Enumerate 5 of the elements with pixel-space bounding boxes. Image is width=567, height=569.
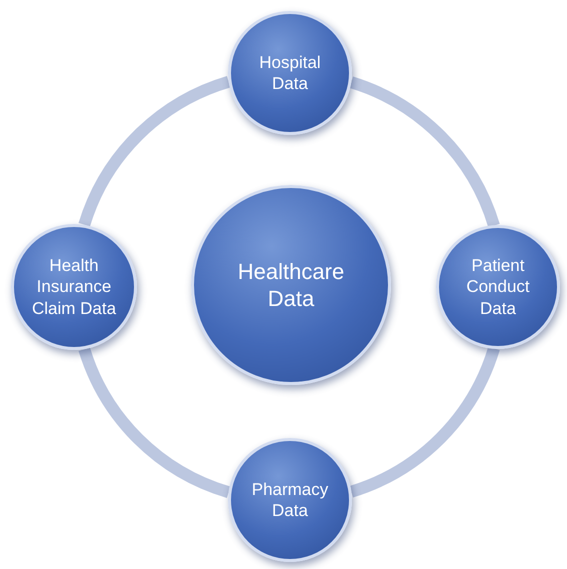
node-label: Pharmacy Data <box>250 478 330 522</box>
node-label: Health Insurance Claim Data <box>30 255 118 319</box>
node-label: Healthcare Data <box>236 258 346 312</box>
node-label: Hospital Data <box>258 52 322 94</box>
node-label: Patient Conduct Data <box>465 255 531 319</box>
